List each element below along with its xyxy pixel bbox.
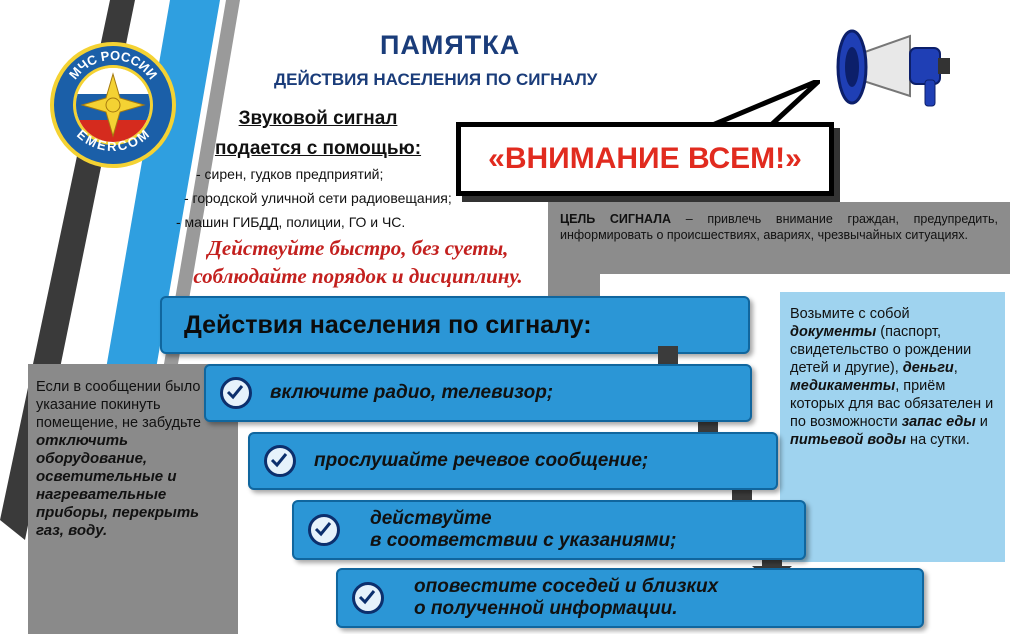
- calm-note-line2: соблюдайте порядок и дисциплину.: [193, 264, 523, 288]
- goal-text: – привлечь внимание граждан, предупредит…: [560, 212, 998, 242]
- take-text: и: [975, 414, 988, 430]
- signal-text: «ВНИМАНИЕ ВСЕМ!»: [488, 142, 802, 175]
- take-with-you-box: Возьмите с собой документы (паспорт, сви…: [780, 292, 1005, 562]
- svg-text:МЧС РОССИИ: МЧС РОССИИ: [66, 48, 160, 82]
- sound-signal-heading: Звуковой сигнал подается с помощью:: [198, 104, 438, 164]
- take-money: деньги: [902, 360, 954, 376]
- checkmark-icon: [352, 582, 384, 614]
- action-step: прослушайте речевое сообщение;: [248, 432, 778, 490]
- take-text: Возьмите с собой: [790, 306, 910, 322]
- page-subtitle: ДЕЙСТВИЯ НАСЕЛЕНИЯ ПО СИГНАЛУ: [274, 70, 598, 89]
- goal-connector-arrow: [548, 270, 600, 296]
- calm-note-line1: Действуйте быстро, без суеты,: [207, 236, 509, 260]
- step-text-line1: прослушайте речевое сообщение;: [314, 450, 649, 471]
- take-medicine: медикаменты: [790, 378, 896, 394]
- actions-title-bar: Действия населения по сигналу:: [160, 296, 750, 354]
- take-text: ,: [953, 360, 958, 376]
- step-text-line1: действуйте: [370, 508, 492, 529]
- leave-actions: отключить оборудование, осветительные и …: [36, 432, 200, 539]
- star-emblem-icon: [80, 72, 146, 138]
- svg-text:EMERCOM: EMERCOM: [74, 127, 152, 155]
- logo-emblem: [73, 65, 153, 145]
- action-step: включите радио, телевизор;: [204, 364, 752, 422]
- leave-text: Если в сообщении было указание покинуть …: [36, 379, 202, 431]
- signal-bubble: «ВНИМАНИЕ ВСЕМ!»: [456, 122, 834, 196]
- calm-note: Действуйте быстро, без суеты, соблюдайте…: [168, 234, 548, 290]
- step-text-line2: о полученной информации.: [414, 598, 678, 619]
- megaphone-icon: [836, 29, 950, 107]
- step-text-line1: включите радио, телевизор;: [270, 382, 554, 403]
- page-title: ПАМЯТКА: [380, 30, 521, 60]
- goal-label: ЦЕЛЬ СИГНАЛА: [560, 212, 672, 226]
- action-step: действуйте в соответствии с указаниями;: [292, 500, 806, 560]
- source-item: - сирен, гудков предприятий;: [196, 166, 384, 182]
- action-step: оповестите соседей и близких о полученно…: [336, 568, 924, 628]
- emercom-logo: МЧС РОССИИ EMERCOM: [50, 42, 176, 168]
- take-text: , приём которых для вас обязателен и по …: [790, 378, 994, 430]
- take-text: (паспорт, свидетельство о рождении детей…: [790, 324, 972, 376]
- logo-ring-text: МЧС РОССИИ EMERCOM: [66, 48, 160, 155]
- take-food: запас еды: [901, 414, 976, 430]
- signal-goal-panel: ЦЕЛЬ СИГНАЛА – привлечь внимание граждан…: [548, 202, 1010, 274]
- checkmark-icon: [264, 445, 296, 477]
- take-water: питьевой воды: [790, 432, 907, 448]
- sound-heading-line1: Звуковой сигнал: [238, 108, 398, 129]
- source-item: - машин ГИБДД, полиции, ГО и ЧС.: [176, 214, 406, 230]
- checkmark-icon: [220, 377, 252, 409]
- source-item: - городской уличной сети радиовещания;: [184, 190, 452, 206]
- checkmark-icon: [308, 514, 340, 546]
- take-text: на сутки.: [906, 432, 970, 448]
- take-documents: документы: [790, 324, 877, 340]
- sound-heading-line2: подается с помощью:: [214, 138, 422, 159]
- actions-title: Действия населения по сигналу:: [184, 310, 592, 339]
- step-text-line1: оповестите соседей и близких: [414, 576, 719, 597]
- step-text-line2: в соответствии с указаниями;: [370, 530, 677, 551]
- leave-premises-box: Если в сообщении было указание покинуть …: [28, 364, 238, 634]
